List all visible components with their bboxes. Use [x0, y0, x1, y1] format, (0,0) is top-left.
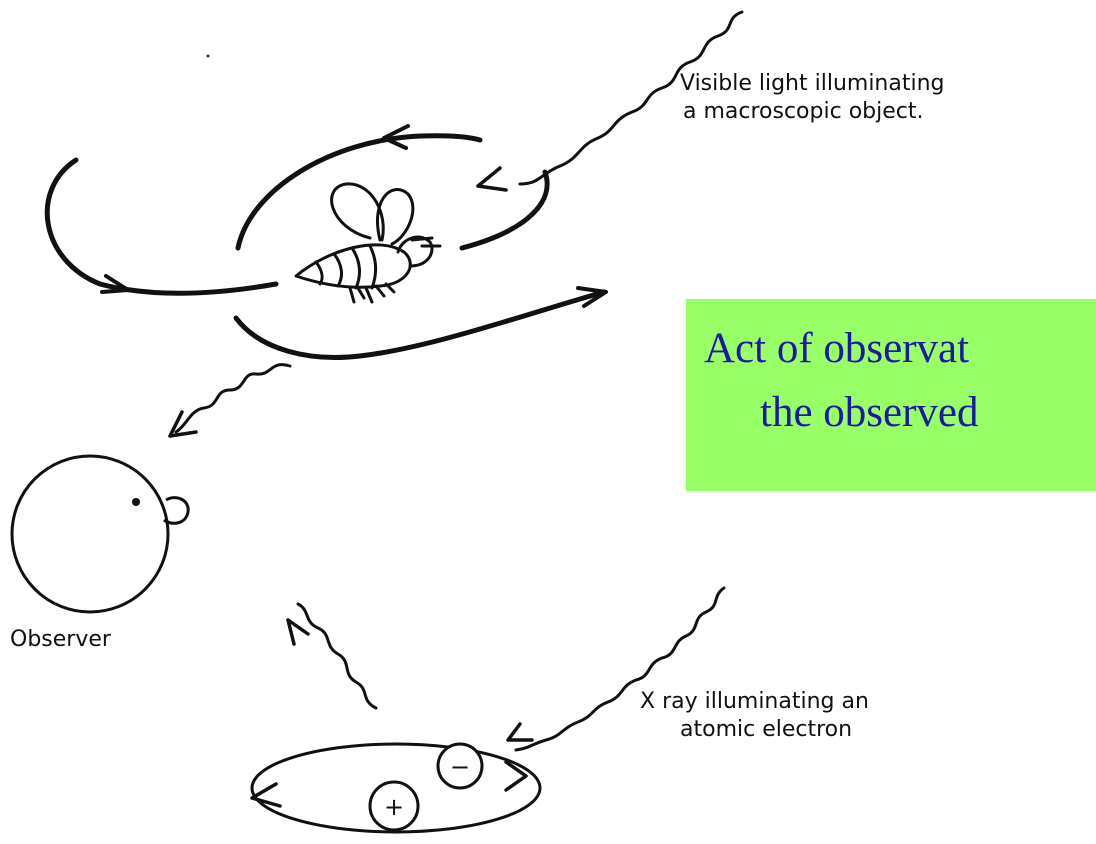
- caption-line2: the observed: [704, 381, 979, 445]
- caption-line1: Act of observat: [704, 317, 979, 381]
- orbit-arrow-left: [252, 784, 280, 806]
- caption-box: Act of observat the observed: [686, 299, 1096, 491]
- flight-path-right-arc: [462, 172, 547, 248]
- electron-scatter-arrowhead-tip: [288, 620, 308, 644]
- electron-scatter-wave: [298, 604, 376, 708]
- scattered-light-wave: [176, 365, 290, 432]
- observer-label: Observer: [10, 626, 111, 654]
- nucleus-sign: +: [384, 793, 404, 821]
- flight-path-left-loop: [47, 160, 276, 293]
- bee-icon: [296, 184, 440, 302]
- visible-light-label-line2: a macroscopic object.: [683, 98, 923, 126]
- visible-light-label-line1: Visible light illuminating: [680, 70, 945, 98]
- xray-label-line2: atomic electron: [680, 716, 852, 744]
- xray-label-line1: X ray illuminating an: [640, 688, 869, 716]
- stray-dot: [207, 55, 210, 58]
- flight-path-lower-arc: [236, 292, 604, 357]
- flight-path-upper-arc: [238, 136, 480, 248]
- electron-sign: −: [450, 753, 470, 781]
- observer-head-icon: [12, 456, 188, 612]
- visible-light-arrowhead: [478, 168, 506, 190]
- xray-arrowhead: [508, 724, 532, 740]
